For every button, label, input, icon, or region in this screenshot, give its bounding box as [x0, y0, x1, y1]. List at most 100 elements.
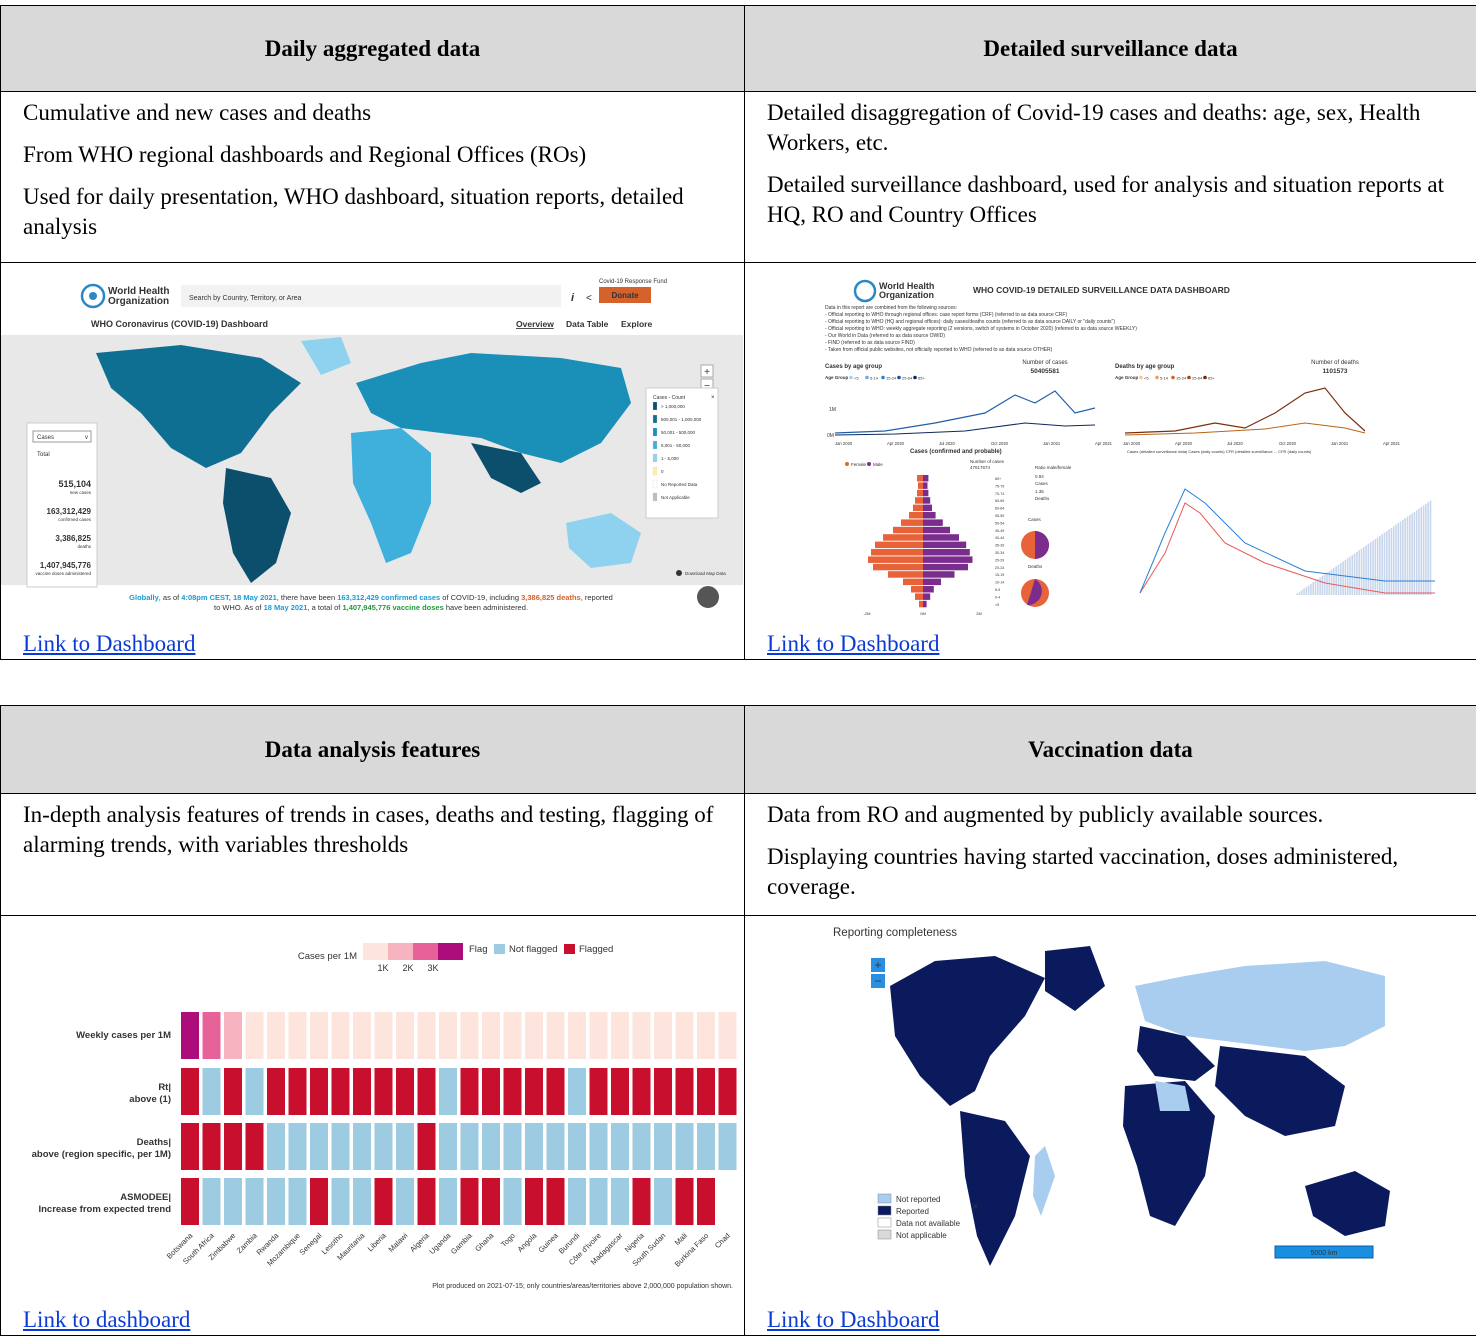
- x-axis-tick: Jul 2020: [1227, 441, 1244, 446]
- pyramid-bar-male: [923, 586, 934, 593]
- who-dashboard-screenshot: World Health Organization Search by Coun…: [1, 263, 743, 623]
- combo-bar: [1393, 526, 1395, 595]
- close-icon[interactable]: ×: [972, 1201, 978, 1213]
- tab-data-table[interactable]: Data Table: [566, 319, 609, 329]
- row-label-rt-sub: above (1): [129, 1094, 171, 1105]
- flag-tile: [676, 1123, 694, 1170]
- age-band-label: 50-54: [995, 521, 1004, 525]
- stat-vaccine-label: vaccine doses administered: [35, 571, 91, 576]
- reporting-completeness-title: Reporting completeness: [833, 927, 957, 939]
- global-summary-line1: Globally, as of 4:08pm CEST, 18 May 2021…: [129, 593, 613, 602]
- flag-tile: [525, 1012, 543, 1059]
- scale-tick: 1K: [377, 963, 388, 973]
- scale-tick: 2K: [402, 963, 413, 973]
- flag-tile: [676, 1178, 694, 1225]
- age-band-label: 60-64: [995, 507, 1004, 511]
- flag-tile: [568, 1068, 586, 1115]
- flag-tile: [654, 1012, 672, 1059]
- flag-tile: [504, 1123, 522, 1170]
- age-band-label: 20-24: [995, 566, 1004, 570]
- legend-swatch: [653, 402, 657, 410]
- combo-bar: [1421, 507, 1423, 595]
- source-item[interactable]: - Official reporting to WHO: weekly aggr…: [825, 326, 1137, 332]
- flag-tile: [353, 1178, 371, 1225]
- combo-bar: [1402, 520, 1404, 595]
- source-item[interactable]: - Official reporting to WHO through regi…: [825, 312, 1067, 318]
- flag-tile: [181, 1178, 199, 1225]
- source-item[interactable]: - Our World in Data (referred to as data…: [825, 333, 945, 339]
- scale-swatch: [438, 943, 463, 960]
- global-summary-line2: to WHO. As of 18 May 2021, a total of 1,…: [214, 603, 528, 612]
- pyramid-bar-male: [923, 571, 955, 578]
- flag-tile: [353, 1123, 371, 1170]
- pyramid-bar-female: [901, 519, 923, 526]
- flag-tile: [203, 1068, 221, 1115]
- vacc-legend-label: Data not available: [896, 1219, 961, 1228]
- flag-tile: [568, 1012, 586, 1059]
- number-of-cases-label: Number of cases: [1022, 360, 1067, 366]
- header-detailed-surveillance: Detailed surveillance data: [745, 6, 1476, 92]
- link-vaccination-dashboard[interactable]: Link to Dashboard: [767, 1307, 939, 1333]
- vacc-legend-swatch: [878, 1194, 891, 1203]
- flag-tile: [676, 1068, 694, 1115]
- y-axis-0m: 0M: [827, 433, 834, 439]
- flag-tile: [246, 1178, 264, 1225]
- combo-bar: [1317, 579, 1319, 595]
- pyramid-bar-male: [923, 579, 941, 586]
- download-label[interactable]: Download Map Data: [685, 571, 726, 576]
- age-group-dot: [1187, 376, 1191, 380]
- combo-bar: [1352, 555, 1354, 595]
- legend-swatch: [653, 493, 657, 501]
- flag-tile: [181, 1123, 199, 1170]
- download-icon[interactable]: [676, 570, 682, 576]
- number-of-cases-value: 50405581: [1031, 368, 1060, 375]
- age-group-dot: [881, 376, 885, 380]
- pie-cases-label: Cases: [1028, 517, 1042, 522]
- source-item[interactable]: - Taken from official public websites, n…: [825, 347, 1053, 353]
- x-axis-tick: Apr 2020: [887, 441, 905, 446]
- flag-tile: [482, 1178, 500, 1225]
- age-group-item: 25-64: [902, 376, 913, 381]
- flag-tile: [461, 1123, 479, 1170]
- combo-bar: [1368, 544, 1370, 595]
- pyramid-x-tick: 2M: [976, 611, 982, 616]
- flag-tile: [719, 1123, 737, 1170]
- male-dot: [867, 462, 871, 466]
- flag-tile: [633, 1012, 651, 1059]
- tab-overview[interactable]: Overview: [516, 319, 554, 329]
- tab-explore[interactable]: Explore: [621, 319, 652, 329]
- total-select-value[interactable]: Total: [37, 452, 50, 458]
- surveillance-dashboard-screenshot: World Health Organization WHO COVID-19 D…: [745, 263, 1475, 623]
- text-line: Used for daily presentation, WHO dashboa…: [23, 182, 722, 242]
- vacc-legend-swatch: [878, 1206, 891, 1215]
- combo-bar: [1349, 557, 1351, 595]
- pyramid-bar-female: [903, 579, 923, 586]
- flag-tile: [310, 1068, 328, 1115]
- vacc-legend-label: Not reported: [896, 1195, 940, 1204]
- header-vaccination-data: Vaccination data: [745, 706, 1476, 794]
- pyramid-bar-male: [923, 564, 968, 571]
- age-band-label: 70-74: [995, 492, 1004, 496]
- share-icon[interactable]: <: [586, 293, 592, 304]
- stat-new-cases-value: 515,104: [58, 479, 91, 489]
- x-axis-tick: Apr 2021: [1095, 441, 1113, 446]
- chat-icon[interactable]: [697, 586, 719, 608]
- age-group-item: 5-14: [870, 376, 879, 381]
- flag-tile: [418, 1178, 436, 1225]
- source-item[interactable]: - Official reporting to WHO (HQ and regi…: [825, 319, 1115, 325]
- pyramid-bar-male: [923, 490, 928, 497]
- link-analysis-dashboard[interactable]: Link to dashboard: [23, 1307, 190, 1333]
- close-icon[interactable]: ×: [711, 395, 715, 401]
- flag-tile: [246, 1123, 264, 1170]
- flag-tile: [332, 1068, 350, 1115]
- link-surveillance-dashboard[interactable]: Link to Dashboard: [767, 631, 939, 657]
- link-daily-dashboard[interactable]: Link to Dashboard: [23, 631, 195, 657]
- flag-tile: [439, 1178, 457, 1225]
- ratio-cases-value: 0.94: [1035, 474, 1044, 479]
- flag-tile: [439, 1068, 457, 1115]
- combo-bar: [1308, 585, 1310, 595]
- pyramid-bar-male: [923, 601, 927, 608]
- x-axis-tick: Jul 2020: [939, 441, 956, 446]
- age-group-dot: [1139, 376, 1143, 380]
- source-item[interactable]: - FIND (referred to as data source FIND): [825, 340, 915, 346]
